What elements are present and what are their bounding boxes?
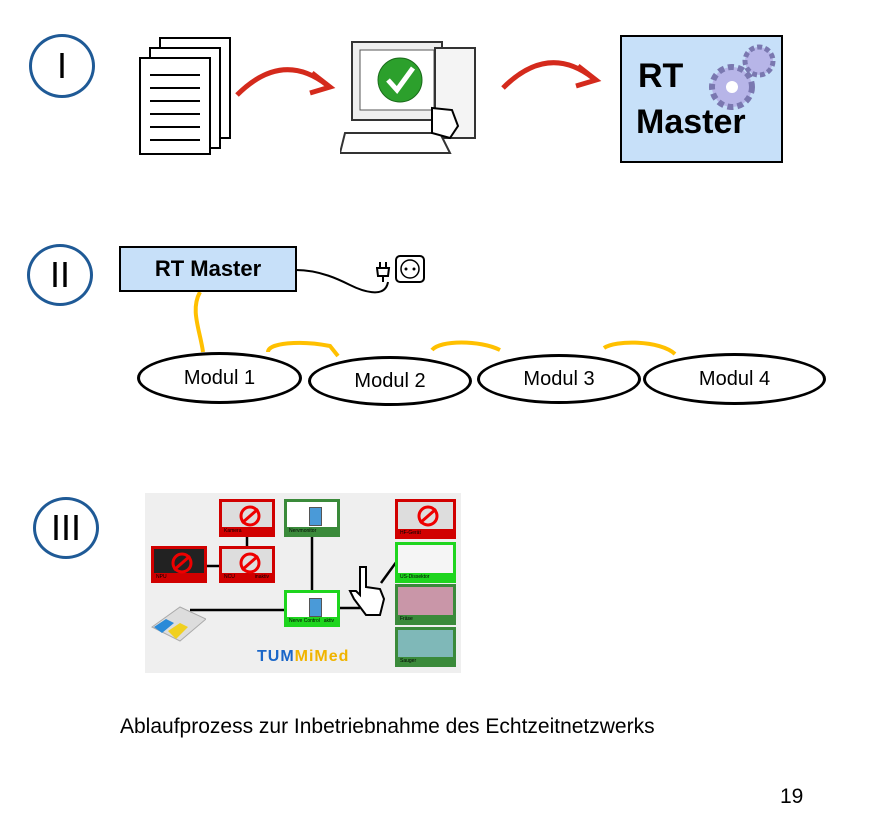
gears-icon bbox=[709, 44, 776, 110]
device-label: NCU bbox=[224, 574, 235, 580]
device-nervmonitor[interactable]: Nervmonitor bbox=[284, 499, 340, 537]
step-three-marker: III bbox=[33, 497, 99, 559]
device-label: HF-Gerät bbox=[400, 530, 421, 536]
disabled-icon bbox=[239, 552, 261, 574]
step-one-marker: I bbox=[29, 34, 95, 98]
arrow-icon bbox=[501, 60, 602, 90]
documents-icon bbox=[139, 37, 231, 155]
arrow-icon bbox=[235, 67, 336, 97]
module-1: Modul 1 bbox=[137, 352, 302, 404]
module-3: Modul 3 bbox=[477, 354, 641, 404]
device-sauger[interactable]: Sauger bbox=[395, 627, 456, 667]
master-label: Master bbox=[636, 103, 746, 141]
connections bbox=[193, 269, 677, 358]
computer-icon bbox=[340, 41, 476, 154]
power-plug-socket-icon bbox=[376, 255, 425, 283]
device-label: Fräse bbox=[400, 616, 413, 622]
device-kamera[interactable]: Kamera bbox=[219, 499, 275, 537]
device-state: inaktiv bbox=[254, 574, 269, 580]
device-label: US-Dissektor bbox=[400, 574, 430, 580]
module-4: Modul 4 bbox=[643, 353, 826, 405]
rt-label: RT bbox=[638, 57, 684, 95]
device-npu[interactable]: NPU bbox=[151, 546, 207, 583]
caption: Ablaufprozess zur Inbetriebnahme des Ech… bbox=[120, 715, 655, 738]
device-ncu[interactable]: NCU inaktiv bbox=[219, 546, 275, 583]
disabled-icon bbox=[171, 552, 193, 574]
device-state: aktiv bbox=[323, 618, 334, 624]
monitor-icon bbox=[309, 507, 322, 526]
step-two-marker: II bbox=[27, 244, 93, 306]
network-lines bbox=[190, 537, 399, 612]
device-hf-geraet[interactable]: HF-Gerät bbox=[395, 499, 456, 539]
device-label: Nervmonitor bbox=[289, 528, 317, 534]
monitor-icon bbox=[309, 598, 322, 617]
device-label: Sauger bbox=[400, 658, 417, 664]
hand-cursor-icon bbox=[348, 566, 386, 616]
device-label: NPU bbox=[156, 574, 167, 580]
disabled-icon bbox=[239, 505, 261, 527]
device-fraese[interactable]: Fräse bbox=[395, 584, 456, 625]
disabled-icon bbox=[417, 505, 439, 527]
rt-master-box: RT Master bbox=[620, 35, 783, 163]
module-2: Modul 2 bbox=[308, 356, 472, 406]
page-number: 19 bbox=[780, 785, 804, 808]
foot-pedal-icon bbox=[151, 606, 206, 642]
device-network-screen: Kamera Nervmonitor HF-Gerät NPU NCU inakt… bbox=[145, 493, 461, 673]
device-label: Nerve Control bbox=[289, 618, 320, 624]
rt-master-box: RT Master bbox=[119, 246, 297, 292]
tum-mimed-logo: TUMMiMed bbox=[257, 648, 350, 665]
device-us-dissektor[interactable]: US-Dissektor bbox=[395, 542, 456, 583]
device-label: Kamera bbox=[224, 528, 242, 534]
